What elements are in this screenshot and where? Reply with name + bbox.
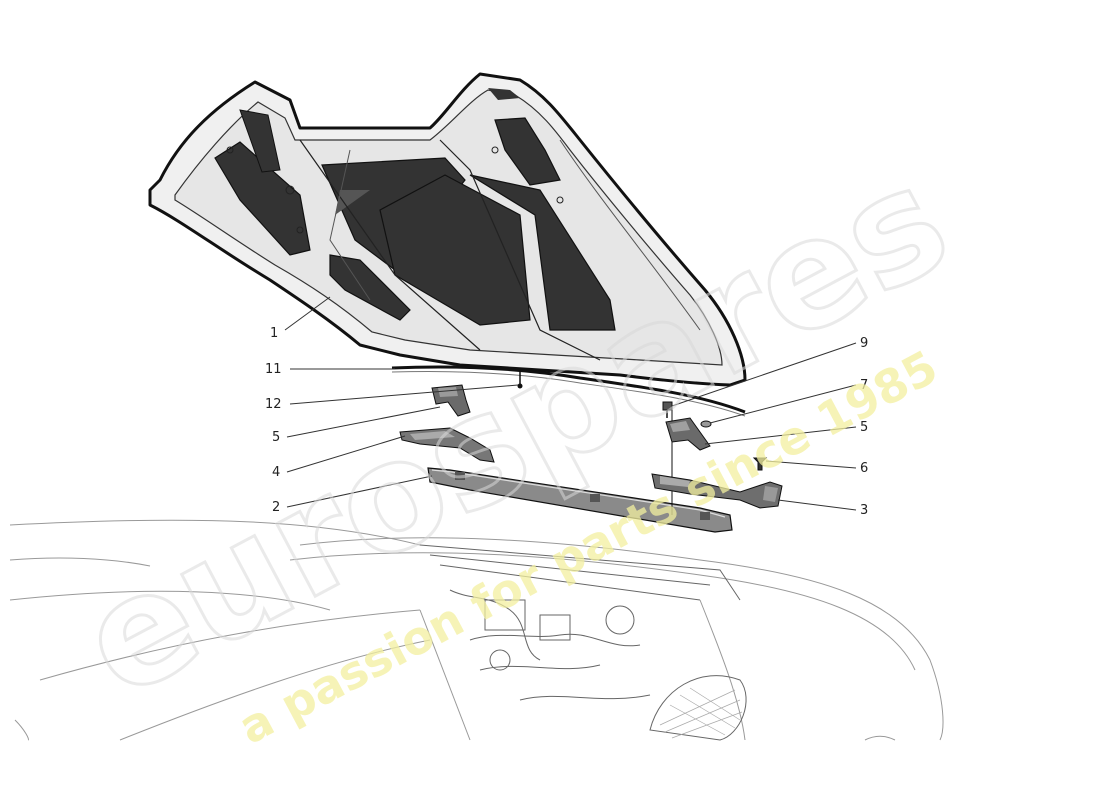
retaining-pin [517,370,523,389]
callout-12: 12 [265,384,519,412]
callout-label: 12 [265,397,282,412]
callout-6: 6 [765,460,868,476]
callout-11: 11 [265,362,395,377]
car-body [9,519,944,741]
callout-label: 9 [860,336,868,351]
callout-label: 4 [272,465,280,480]
hood-panel [148,72,747,387]
front-grille [649,675,747,741]
callout-7: 7 [709,378,868,424]
callout-label: 1 [270,326,278,341]
callout-label: 6 [860,461,868,476]
bracket-left [399,427,495,463]
callout-label: 5 [860,420,868,435]
hinge-right [665,417,711,451]
callout-label: 11 [265,362,282,377]
washer [700,420,712,428]
cross-member [427,410,733,533]
clip [752,457,768,471]
callout-1: 1 [270,296,331,341]
callout-label: 7 [860,378,868,393]
callout-4: 4 [272,435,406,480]
callout-2: 2 [272,475,433,515]
callout-label: 5 [272,430,280,445]
callout-3: 3 [777,499,868,518]
callout-9: 9 [671,336,868,407]
callout-label: 2 [272,500,280,515]
hinge-left [431,384,471,417]
hood-seal [391,365,746,417]
callout-5-right: 5 [704,420,868,445]
callout-label: 3 [860,503,868,518]
bracket-right [651,473,783,509]
callout-5-left: 5 [272,406,441,445]
